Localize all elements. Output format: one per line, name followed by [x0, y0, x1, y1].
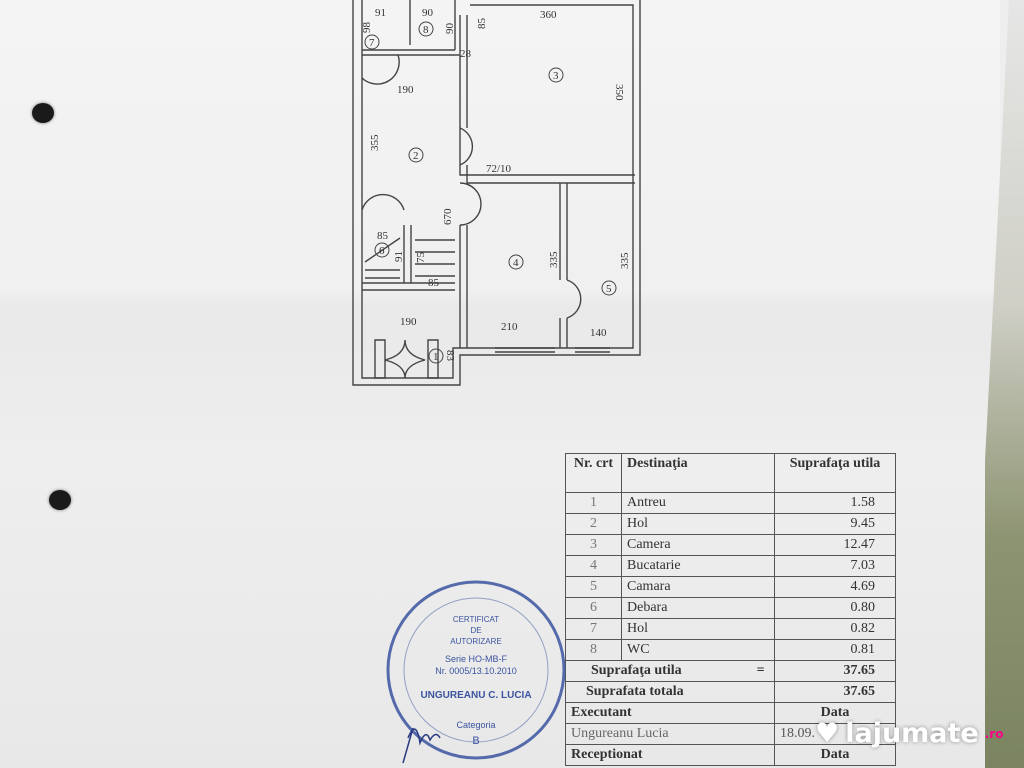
row-name: Debara [621, 597, 775, 619]
row-area: 0.82 [774, 618, 896, 640]
row-area: 1.58 [774, 492, 896, 514]
punch-hole [49, 490, 71, 510]
dim-label: 210 [501, 321, 518, 333]
watermark-brand: lajumate [845, 718, 979, 749]
dim-label: 335 [548, 251, 560, 268]
watermark-tld: .ro [984, 726, 1004, 741]
room-numbers: 1 2 3 4 5 6 7 8 [369, 24, 612, 363]
data-label: Data [774, 702, 896, 724]
suprafata-utila-text: Suprafaţa utila [591, 663, 682, 678]
suprafata-totala-label: Suprafata totala [565, 681, 775, 703]
authorization-stamp: CERTIFICAT DE AUTORIZARE Serie HO-MB-F N… [386, 580, 566, 764]
punch-hole [32, 103, 54, 123]
watermark-logo-icon: ♥ [815, 718, 840, 749]
stamp-line1: CERTIFICAT [453, 615, 499, 624]
dim-label: 75 [415, 252, 427, 264]
room-number: 5 [606, 283, 612, 295]
row-area: 0.81 [774, 639, 896, 661]
row-name: Hol [621, 513, 775, 535]
dim-label: 72/10 [486, 163, 512, 175]
dim-label: 355 [369, 134, 381, 151]
dim-label: 360 [540, 9, 557, 21]
receptionat-label: Receptionat [565, 744, 775, 766]
row-name: Antreu [621, 492, 775, 514]
row-area: 7.03 [774, 555, 896, 577]
row-nr: 4 [565, 555, 622, 577]
row-name: Bucatarie [621, 555, 775, 577]
room-number: 2 [413, 150, 419, 162]
room-number: 8 [423, 24, 429, 36]
suprafata-utila-label: Suprafaţa utila = [565, 660, 775, 682]
receptionat-header-row: Receptionat Data [565, 744, 896, 766]
room-number: 7 [369, 37, 375, 49]
row-area: 12.47 [774, 534, 896, 556]
row-nr: 3 [565, 534, 622, 556]
dim-label: 83 [444, 350, 456, 362]
dim-label: 190 [397, 84, 414, 96]
dim-label: 90 [444, 23, 456, 35]
floor-plan: 91 90 90 98 85 360 28 350 190 355 72/10 … [352, 0, 641, 386]
dim-label: 98 [361, 22, 373, 34]
row-nr: 2 [565, 513, 622, 535]
room-number: 4 [513, 257, 519, 269]
dim-label: 85 [428, 277, 440, 289]
dim-label: 90 [422, 7, 434, 19]
dimension-labels: 91 90 90 98 85 360 28 350 190 355 72/10 … [361, 7, 631, 362]
table-header: Nr. crt Destinaţia Suprafaţa utila [565, 453, 896, 493]
dim-label: 28 [460, 48, 472, 60]
row-area: 0.80 [774, 597, 896, 619]
walls [352, 0, 641, 386]
suprafata-totala-row: Suprafata totala 37.65 [565, 681, 896, 703]
stamp-line2: DE [470, 626, 481, 635]
dim-label: 85 [476, 18, 488, 30]
dim-label: 140 [590, 327, 607, 339]
row-name: Camara [621, 576, 775, 598]
row-area: 4.69 [774, 576, 896, 598]
dim-label: 350 [613, 84, 625, 101]
dim-label: 190 [400, 316, 417, 328]
receptionat-data-label: Data [774, 744, 896, 766]
header-nr: Nr. crt [565, 453, 622, 493]
suprafata-totala-value: 37.65 [774, 681, 896, 703]
suprafata-utila-row: Suprafaţa utila = 37.65 [565, 660, 896, 682]
room-markers [364, 21, 617, 364]
stamp-nr: Nr. 0005/13.10.2010 [435, 666, 517, 676]
dim-label: 670 [442, 208, 454, 225]
row-nr: 1 [565, 492, 622, 514]
stamp-name: UNGUREANU C. LUCIA [420, 690, 531, 701]
executant-label: Executant [565, 702, 775, 724]
row-name: Camera [621, 534, 775, 556]
room-number: 1 [433, 351, 439, 363]
dim-label: 91 [393, 251, 405, 262]
stamp-serie: Serie HO-MB-F [445, 654, 508, 664]
stamp-categoria: Categoria [456, 720, 495, 730]
dim-label: 85 [377, 230, 389, 242]
executant-name: Ungureanu Lucia [565, 723, 775, 745]
stamp-line3: AUTORIZARE [450, 637, 501, 646]
room-number: 6 [379, 245, 385, 257]
equals-sign: = [756, 663, 765, 678]
row-name: Hol [621, 618, 775, 640]
executant-header-row: Executant Data [565, 702, 896, 724]
suprafata-utila-value: 37.65 [774, 660, 896, 682]
header-destinatia: Destinaţia [621, 453, 775, 493]
header-suprafata: Suprafaţa utila [774, 453, 896, 493]
dim-label: 335 [619, 252, 631, 269]
signature [402, 727, 441, 764]
room-number: 3 [553, 70, 559, 82]
row-name: WC [621, 639, 775, 661]
watermark: ♥ lajumate .ro [815, 718, 1003, 749]
dim-label: 91 [375, 7, 386, 19]
stamp-categoria-value: B [472, 735, 479, 747]
row-area: 9.45 [774, 513, 896, 535]
